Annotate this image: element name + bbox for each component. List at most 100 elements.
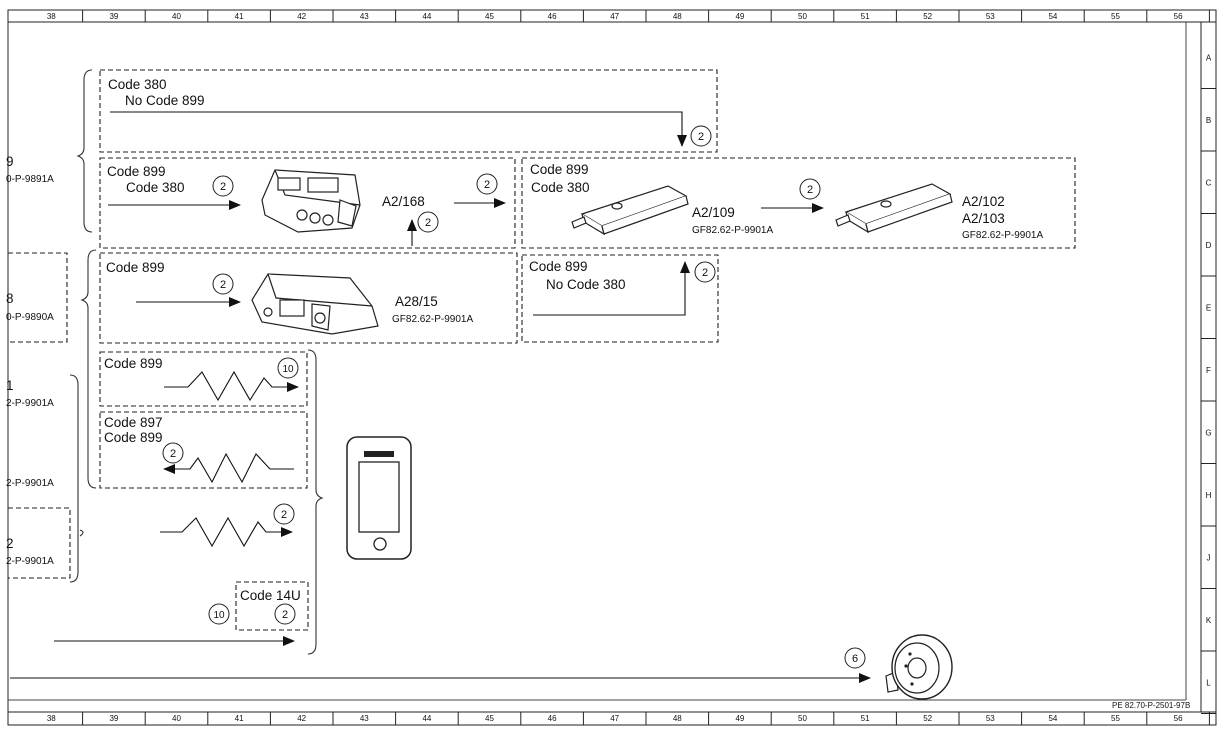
box2-ref-up: 2 [417,211,439,233]
box3-comp2a: A2/102 [962,194,1005,209]
grid-row-label: A [1206,53,1212,62]
grid-column-label: 50 [798,12,807,21]
svg-text:10: 10 [282,364,294,375]
box6-code: Code 899 [104,356,163,371]
grid-column-label: 51 [861,714,870,723]
grid-column-label: 42 [297,12,306,21]
stub-5-number: 2 [6,536,14,551]
box-code899-code380-a2-168: Code 899 Code 380 2 A2/168 2 2 [99,157,516,249]
control-unit-icon [261,169,361,233]
grid-row-label: H [1206,491,1212,500]
grid-row-label: L [1206,678,1211,687]
box5-code: Code 899 [529,259,588,274]
grid-column-label: 54 [1048,714,1057,723]
box3-code: Code 899 [530,162,589,177]
svg-text:2: 2 [282,609,288,621]
box2-component: A2/168 [382,194,425,209]
box8-ref: 2 [274,603,296,625]
grid-column-label: 51 [861,12,870,21]
grid-column-label: 52 [923,714,932,723]
grid-column-label: 54 [1048,12,1057,21]
control-unit-icon [251,273,379,335]
grid-column-label: 43 [360,12,369,21]
svg-text:6: 6 [852,653,858,665]
box2-ref-out: 2 [476,173,498,195]
box-code899-a28-15: Code 899 2 A28/15 GF82.62-P-9901A [99,252,518,344]
box1-code: Code 380 [108,77,167,92]
svg-text:10: 10 [213,610,225,621]
box3-ref-mid: 2 [799,178,821,200]
svg-text:2: 2 [698,131,704,143]
grid-column-label: 55 [1111,12,1120,21]
speaker-icon [885,634,953,700]
grid-column-label: 39 [109,12,118,21]
box8-ref-left: 10 [208,603,230,625]
grid-column-label: 41 [235,714,244,723]
box7-code1: Code 897 [104,415,163,430]
grid-column-label: 45 [485,12,494,21]
bottom-ref: 6 [844,647,866,669]
box3-pn2: GF82.62-P-9901A [962,230,1043,241]
grid-column-label: 44 [422,714,431,723]
box3-pn1: GF82.62-P-9901A [692,225,773,236]
grid-column-label: 44 [422,12,431,21]
antenna-module-icon [835,183,953,234]
grid-column-label: 48 [673,12,682,21]
group-brace [307,349,324,655]
box2-ref-in: 2 [212,175,234,197]
grid-column-label: 52 [923,12,932,21]
left-stub-1: 9 0-P-9891A [6,69,93,233]
grid-column-label: 50 [798,714,807,723]
svg-text:2: 2 [170,448,176,460]
box7-code2: Code 899 [104,430,163,445]
grid-column-label: 45 [485,714,494,723]
stub-1-number: 9 [6,154,14,169]
box5-sub: No Code 380 [546,277,626,292]
stub-2-number: 8 [6,291,14,306]
svg-text:2: 2 [281,509,287,521]
stub-3-number: 1 [6,378,14,393]
box7-ref: 2 [162,442,184,464]
box4-pn: GF82.62-P-9901A [392,314,473,325]
box4-code: Code 899 [106,260,165,275]
box3-comp2b: A2/103 [962,211,1005,226]
svg-text:2: 2 [484,179,490,191]
left-stub-2: 8 0-P-9890A [6,249,97,489]
grid-column-label: 39 [109,714,118,723]
box3-sub: Code 380 [531,180,590,195]
wave3-ref: 2 [273,503,295,525]
grid-row-label: D [1206,241,1212,250]
grid-row-label: F [1206,366,1211,375]
drawing-reference: PE 82.70-P-2501-97B [1112,701,1190,710]
svg-text:2: 2 [702,267,708,279]
drawing-frame [7,9,1217,726]
left-stub-5: 2 2-P-9901A [6,507,84,579]
grid-column-label: 42 [297,714,306,723]
grid-column-label: 40 [172,714,181,723]
box-code899-no380: Code 899 No Code 380 2 [521,254,719,343]
grid-row-label: C [1206,178,1212,187]
box8-code: Code 14U [240,588,301,603]
box1-sub: No Code 899 [125,93,205,108]
grid-column-label: 48 [673,714,682,723]
stub-2-code: 0-P-9890A [6,312,54,323]
svg-text:2: 2 [220,279,226,291]
stub-3-code: 2-P-9901A [6,398,54,409]
grid-column-label: 38 [47,714,56,723]
grid-row-label: K [1206,616,1212,625]
grid-column-label: 53 [986,12,995,21]
grid-column-label: 47 [610,714,619,723]
grid-column-label: 55 [1111,714,1120,723]
grid-column-label: 43 [360,714,369,723]
grid-column-label: 46 [548,714,557,723]
box4-component: A28/15 [395,294,438,309]
svg-text:2: 2 [220,181,226,193]
grid-column-label: 53 [986,714,995,723]
grid-column-label: 40 [172,12,181,21]
box4-ref: 2 [212,273,234,295]
grid-row-label: J [1207,553,1211,562]
box1-ref-circle: 2 [690,125,712,147]
box6-ref: 10 [277,357,299,379]
grid-row-label: B [1206,116,1211,125]
svg-text:2: 2 [425,217,431,229]
